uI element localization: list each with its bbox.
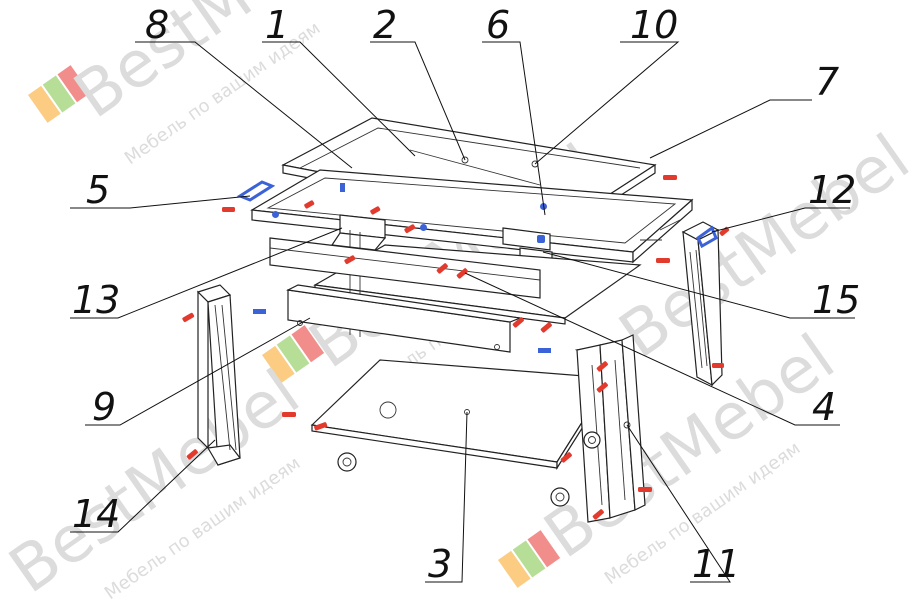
logo-bar-orange [262, 345, 295, 383]
leader-7 [649, 99, 812, 159]
dowel [314, 422, 328, 431]
bracket [340, 183, 345, 192]
leader-13 [70, 227, 343, 319]
castor-wheel [583, 431, 601, 449]
watermark-brand: BestMebel [62, 0, 378, 133]
logo-bar-red [57, 65, 91, 103]
callout-11: 11 [692, 542, 740, 586]
bottom-shelf [310, 359, 612, 471]
bracket [537, 235, 545, 243]
dowel [663, 175, 677, 180]
parts-layer [182, 117, 730, 523]
callout-7: 7 [815, 60, 839, 104]
callout-12: 12 [808, 168, 856, 212]
dowel [304, 200, 315, 209]
callout-13: 13 [72, 278, 120, 322]
castor-wheel [337, 452, 357, 472]
callout-2: 2 [373, 3, 397, 47]
dowel [282, 412, 296, 417]
dowel [656, 258, 670, 263]
callout-labels: 8 1 2 6 10 7 5 12 13 15 9 4 14 3 11 [72, 3, 860, 586]
bracket [253, 309, 266, 314]
right-front-leg [574, 334, 646, 523]
dowel [512, 317, 524, 328]
logo-bar-orange [28, 85, 61, 123]
leader-15 [542, 251, 855, 319]
dowel [344, 255, 356, 265]
logo-bar-green [42, 75, 76, 113]
callout-1: 1 [265, 3, 289, 47]
dowel [436, 263, 448, 274]
bracket [272, 211, 279, 218]
leader-8 [135, 41, 353, 169]
dowel [638, 487, 652, 492]
callout-15: 15 [812, 278, 860, 322]
logo-bar-red [527, 530, 561, 568]
dowel [182, 312, 195, 323]
dowel [560, 452, 572, 463]
corner-bracket-left [236, 180, 276, 202]
watermark-logo [498, 530, 561, 588]
callout-14: 14 [72, 492, 120, 536]
leader-5 [70, 195, 251, 209]
leader-12 [711, 207, 850, 233]
left-leg [196, 284, 241, 466]
callout-10: 10 [630, 3, 678, 47]
leader-10 [534, 41, 680, 165]
leader-11 [626, 424, 731, 583]
callout-3: 3 [428, 542, 452, 586]
bracket [538, 348, 551, 353]
dowel [456, 268, 468, 279]
bracket [420, 224, 427, 231]
dowel [540, 322, 552, 333]
dowel [719, 226, 730, 236]
logo-bar-orange [498, 550, 531, 588]
drawer-runner-left [330, 214, 387, 251]
watermark-logo [262, 325, 325, 383]
leader-4 [464, 272, 840, 426]
leader-14 [70, 439, 216, 533]
drawer-back-panel [269, 237, 541, 299]
watermark-brand: BestMebel [607, 121, 917, 373]
leader-3 [425, 411, 468, 583]
dowel [404, 224, 416, 234]
callout-6: 6 [486, 3, 510, 47]
callout-4: 4 [812, 385, 836, 429]
dowel [370, 206, 381, 215]
right-rear-leg [681, 221, 723, 387]
leader-2 [370, 41, 466, 161]
callout-8: 8 [145, 3, 169, 47]
dowel [186, 449, 198, 460]
logo-bar-green [512, 540, 546, 578]
leader-6 [482, 41, 546, 216]
leader-9 [85, 317, 311, 426]
watermark-logo [28, 65, 91, 123]
dowel [596, 361, 608, 372]
logo-bar-red [291, 325, 325, 363]
dowel [222, 207, 235, 212]
corner-bracket-right [696, 225, 718, 249]
dowel-group [182, 175, 730, 520]
dowel [596, 382, 608, 393]
castor-wheel [550, 487, 570, 507]
callout-5: 5 [86, 168, 110, 212]
logo-bar-green [276, 335, 310, 373]
dowel [712, 363, 724, 368]
callout-9: 9 [92, 385, 116, 429]
leader-1 [262, 41, 416, 157]
leader-lines [70, 41, 855, 583]
dowel [592, 509, 604, 520]
